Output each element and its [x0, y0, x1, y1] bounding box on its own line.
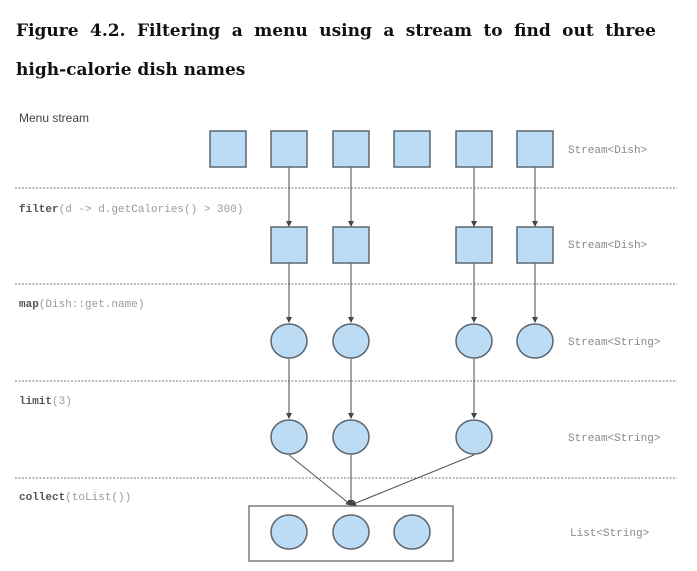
- result-list-box: [248, 505, 454, 562]
- stage-separators: [15, 187, 677, 479]
- stage-label-limit: limit(3): [19, 396, 72, 408]
- string-element-circle: [270, 514, 308, 550]
- stage-label-collect: collect(toList()): [19, 492, 131, 504]
- dish-element-square: [516, 130, 554, 168]
- string-element-circle: [455, 323, 493, 359]
- flow-arrow: [350, 454, 475, 506]
- stage-operation: collect: [19, 492, 65, 504]
- stage-label-filter: filter(d -> d.getCalories() > 300): [19, 204, 243, 216]
- stage-type-collect: List<String>: [570, 528, 649, 540]
- dish-element-square: [209, 130, 247, 168]
- stage-arguments: (toList()): [65, 492, 131, 504]
- dish-element-square: [516, 226, 554, 264]
- flow-edges: [286, 167, 538, 506]
- string-element-circle: [270, 419, 308, 455]
- stream-elements: [209, 130, 554, 562]
- stage-arguments: (Dish::get.name): [39, 299, 145, 311]
- dish-element-square: [455, 226, 493, 264]
- string-element-circle: [393, 514, 431, 550]
- string-element-circle: [270, 323, 308, 359]
- figure-caption: Figure 4.2. Filtering a menu using a str…: [16, 12, 656, 90]
- dish-element-square: [393, 130, 431, 168]
- stage-operation: filter: [19, 204, 59, 216]
- string-element-circle: [332, 323, 370, 359]
- string-element-circle: [516, 323, 554, 359]
- string-element-circle: [332, 514, 370, 550]
- caption-line-1: Figure 4.2. Filtering a menu using a str…: [16, 21, 656, 41]
- stage-arguments: (3): [52, 396, 72, 408]
- string-element-circle: [455, 419, 493, 455]
- dish-element-square: [332, 130, 370, 168]
- stage-type-filter: Stream<Dish>: [568, 240, 647, 252]
- stage-label-map: map(Dish::get.name): [19, 299, 144, 311]
- dish-element-square: [332, 226, 370, 264]
- stage-operation: map: [19, 299, 39, 311]
- string-element-circle: [332, 419, 370, 455]
- dish-element-square: [455, 130, 493, 168]
- stage-type-source: Stream<Dish>: [568, 145, 647, 157]
- dish-element-square: [270, 130, 308, 168]
- caption-line-2: high-calorie dish names: [16, 60, 246, 80]
- stage-label-source: Menu stream: [19, 111, 89, 125]
- stage-type-map: Stream<String>: [568, 337, 660, 349]
- stage-arguments: (d -> d.getCalories() > 300): [59, 204, 244, 216]
- dish-element-square: [270, 226, 308, 264]
- stage-type-limit: Stream<String>: [568, 433, 660, 445]
- stage-operation: limit: [19, 396, 52, 408]
- flow-arrow: [288, 454, 352, 506]
